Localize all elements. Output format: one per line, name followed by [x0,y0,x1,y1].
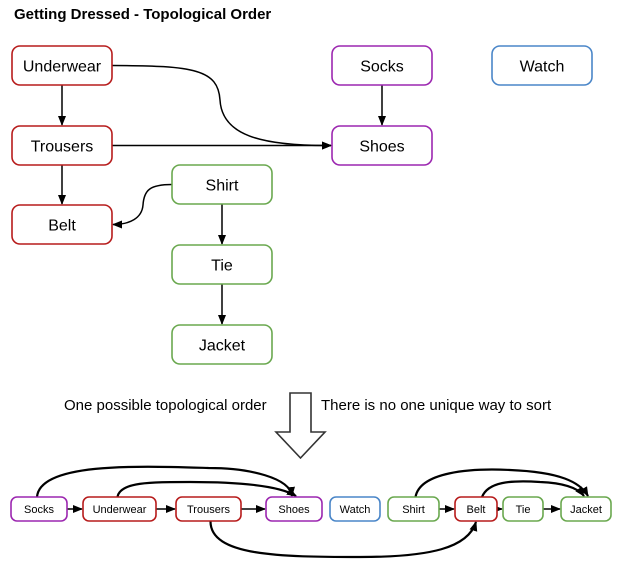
order-arc-socks-to-shoes [35,465,295,498]
order-node-label: Jacket [570,504,602,516]
graph-node-trousers: Trousers [11,125,113,166]
order-node-label: Tie [516,504,531,516]
order-node-shirt: Shirt [387,496,440,522]
edge-shirt-to-belt [112,183,173,229]
graph-node-label: Socks [360,58,404,75]
order-node-underwear: Underwear [82,496,157,522]
order-node-label: Belt [467,504,486,516]
graph-node-label: Watch [520,58,565,75]
edge-underwear-to-shoes [111,64,332,150]
order-arc-trousers-to-belt [209,520,478,559]
order-node-shoes: Shoes [265,496,323,522]
order-node-watch: Watch [329,496,381,522]
order-node-label: Shoes [278,504,310,516]
graph-node-label: Shirt [206,177,239,194]
graph-node-label: Jacket [199,337,246,354]
graph-node-socks: Socks [331,45,433,86]
graph-node-jacket: Jacket [171,324,273,365]
down-arrow-icon [274,392,327,460]
order-nodes: Socks Underwear Trousers Shoes Watch Shirt Bel… [10,496,612,522]
graph-node-belt: Belt [11,204,113,245]
order-edges [35,465,589,559]
graph-node-watch: Watch [491,45,593,86]
diagram-title: Getting Dressed - Topological Order [14,6,272,23]
graph-node-tie: Tie [171,244,273,285]
graph-node-label: Belt [48,217,76,234]
order-arc-belt-to-jacket [480,480,585,498]
graph-node-underwear: Underwear [11,45,113,86]
graph-node-label: Underwear [23,58,102,75]
order-node-jacket: Jacket [560,496,612,522]
caption-topological-order: One possible topological order [64,397,267,414]
order-node-belt: Belt [454,496,498,522]
order-node-label: Trousers [187,504,230,516]
order-node-socks: Socks [10,496,68,522]
order-arc-underwear-to-shoes [116,480,297,498]
graph-node-label: Tie [211,257,233,274]
order-node-label: Shirt [402,504,425,516]
order-node-label: Watch [340,504,371,516]
caption-no-unique-sort: There is no one unique way to sort [321,397,552,414]
graph-node-label: Shoes [359,138,404,155]
order-node-tie: Tie [502,496,544,522]
graph-edges [58,64,386,325]
order-arc-shirt-to-jacket [414,468,589,498]
order-node-label: Underwear [93,504,147,516]
graph-node-shoes: Shoes [331,125,433,166]
graph-node-label: Trousers [31,138,94,155]
graph-node-shirt: Shirt [171,164,273,205]
order-node-label: Socks [24,504,54,516]
order-node-trousers: Trousers [175,496,242,522]
